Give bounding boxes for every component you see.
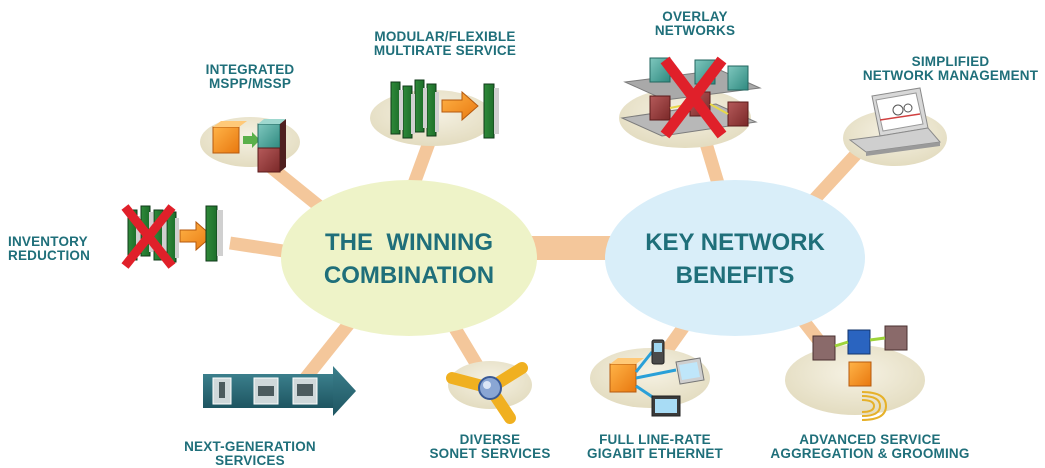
left-hub <box>281 180 537 336</box>
label-inventory-line2: REDUCTION <box>8 248 91 263</box>
inventory-reduction-icon <box>121 204 223 269</box>
label-integrated: INTEGRATED MSPP/MSSP <box>190 63 310 91</box>
label-integrated-line2: MSPP/MSSP <box>208 76 292 91</box>
label-overlay-line1: OVERLAY <box>662 9 728 24</box>
label-advanced-service: ADVANCED SERVICE AGGREGATION & GROOMING <box>765 433 975 461</box>
label-simplified-line1: SIMPLIFIED <box>911 54 990 69</box>
sonet-star-icon <box>446 362 528 424</box>
left-hub-line1: THE WINNING <box>325 229 493 256</box>
label-integrated-line1: INTEGRATED <box>205 62 295 77</box>
right-hub-label: KEY NETWORK BENEFITS <box>635 226 835 292</box>
label-full-line-rate-line2: GIGABIT ETHERNET <box>587 446 723 461</box>
connector-inventory <box>229 236 291 259</box>
label-simplified-line2: NETWORK MANAGEMENT <box>862 68 1039 83</box>
label-next-generation: NEXT-GENERATION SERVICES <box>180 440 320 468</box>
aggregation-grooming-icon <box>812 325 908 421</box>
label-overlay: OVERLAY NETWORKS <box>640 10 750 38</box>
label-diverse-sonet: DIVERSE SONET SERVICES <box>420 433 560 461</box>
ethernet-devices-icon <box>609 339 705 417</box>
label-diverse-sonet-line2: SONET SERVICES <box>429 446 551 461</box>
right-hub <box>605 180 865 336</box>
label-modular: MODULAR/FLEXIBLE MULTIRATE SERVICE <box>360 30 530 58</box>
left-hub-label: THE WINNING COMBINATION <box>309 226 509 292</box>
label-advanced-service-line2: AGGREGATION & GROOMING <box>770 446 970 461</box>
right-hub-line1: KEY NETWORK <box>645 229 825 256</box>
label-modular-line1: MODULAR/FLEXIBLE <box>374 29 516 44</box>
laptop-icon <box>848 87 941 156</box>
label-inventory-line1: INVENTORY <box>8 234 88 249</box>
label-next-generation-line1: NEXT-GENERATION <box>184 439 316 454</box>
label-modular-line2: MULTIRATE SERVICE <box>373 43 517 58</box>
label-full-line-rate: FULL LINE-RATE GIGABIT ETHERNET <box>580 433 730 461</box>
left-hub-line2: COMBINATION <box>323 262 495 289</box>
overlay-networks-icon <box>620 56 762 139</box>
label-diverse-sonet-line1: DIVERSE <box>459 432 521 447</box>
label-overlay-line2: NETWORKS <box>654 23 736 38</box>
label-inventory: INVENTORY REDUCTION <box>0 235 108 263</box>
integrated-mspp-icon <box>212 119 286 173</box>
label-advanced-service-line1: ADVANCED SERVICE <box>799 432 941 447</box>
right-hub-line2: BENEFITS <box>675 262 795 289</box>
label-simplified: SIMPLIFIED NETWORK MANAGEMENT <box>858 55 1043 83</box>
next-generation-arrow-icon <box>203 366 356 416</box>
cross-mark-icon <box>660 56 727 139</box>
label-full-line-rate-line1: FULL LINE-RATE <box>599 432 711 447</box>
label-next-generation-line2: SERVICES <box>215 453 285 468</box>
cross-mark-icon <box>121 204 176 269</box>
modular-cards-icon <box>390 79 499 139</box>
